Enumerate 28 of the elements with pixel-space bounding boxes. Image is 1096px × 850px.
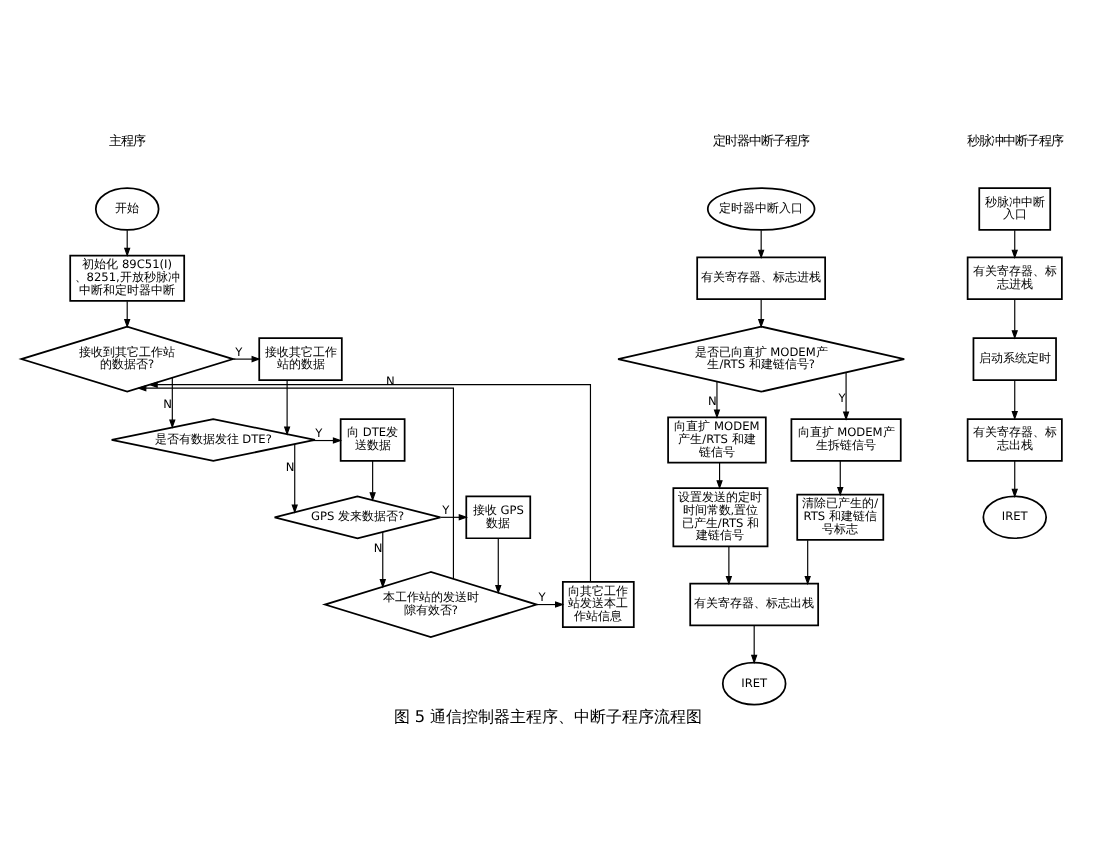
arrow [1011, 297, 1018, 339]
arrow [232, 354, 261, 362]
arrow [379, 530, 387, 588]
arrow [837, 459, 844, 496]
arrow [713, 380, 721, 418]
arrow [757, 297, 765, 328]
caption: 图 5 通信控制器主程序、中断子程序流程图 [393, 705, 703, 726]
arrow [440, 513, 468, 520]
arrow [369, 459, 376, 501]
arrow [716, 461, 723, 489]
arrow [148, 380, 592, 582]
arrow [137, 383, 454, 579]
arrow [1011, 228, 1018, 258]
arrow [804, 538, 811, 585]
arrow [291, 442, 298, 513]
arrow [311, 436, 343, 443]
arrow [1011, 378, 1018, 420]
arrow [842, 370, 850, 420]
arrow [123, 228, 131, 257]
arrow [1011, 459, 1018, 497]
arrow [495, 536, 502, 594]
arrow [169, 376, 176, 428]
arrow [757, 228, 765, 258]
arrow [725, 545, 733, 585]
arrow [536, 600, 565, 607]
arrow [123, 299, 131, 328]
arrow [283, 378, 291, 435]
arrow [750, 624, 758, 664]
